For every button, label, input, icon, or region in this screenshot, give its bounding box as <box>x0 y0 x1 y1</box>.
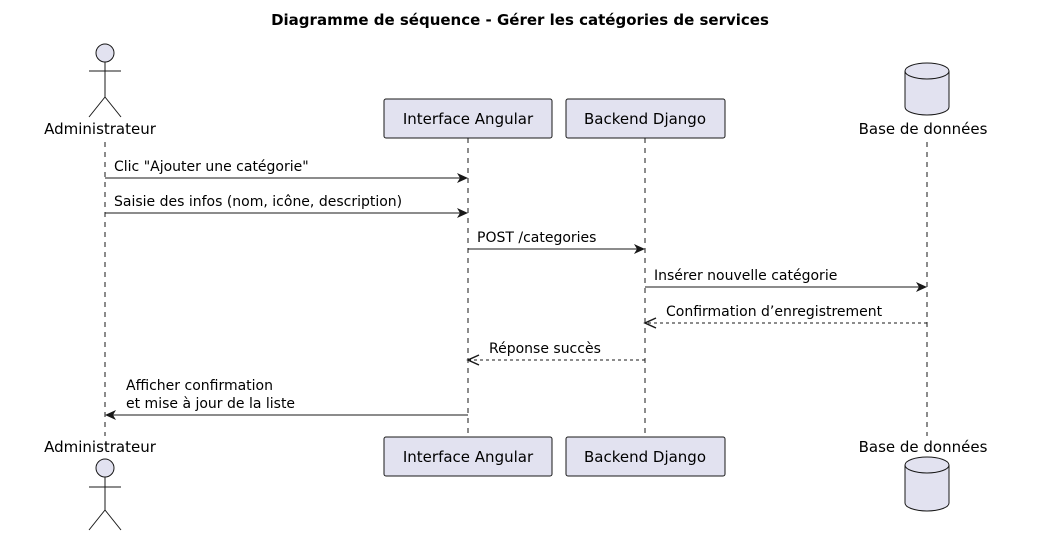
participant-django-label-top: Backend Django <box>584 110 706 128</box>
message-label: Réponse succès <box>489 341 601 357</box>
actor-admin-label-bottom: Administrateur <box>44 438 157 456</box>
message-label: Saisie des infos (nom, icône, descriptio… <box>114 194 402 210</box>
actor-admin-top: Administrateur <box>44 43 157 138</box>
message-4: Insérer nouvelle catégorie <box>645 268 927 292</box>
participant-angular-top: Interface Angular <box>383 98 553 139</box>
participant-django-label-bottom: Backend Django <box>584 448 706 466</box>
message-label: Afficher confirmation <box>126 378 273 394</box>
actor-head-icon <box>95 43 115 63</box>
arrow-head-icon <box>916 282 927 292</box>
database-db-bottom: Base de données <box>859 438 988 512</box>
diagram-title: Diagramme de séquence - Gérer les catégo… <box>271 11 769 29</box>
database-db-label-top: Base de données <box>859 120 988 138</box>
arrow-head-icon <box>457 208 468 218</box>
participant-django-bottom: Backend Django <box>565 436 726 477</box>
participant-angular-bottom: Interface Angular <box>383 436 553 477</box>
actor-head-icon <box>95 458 115 478</box>
actor-admin-label-top: Administrateur <box>44 120 157 138</box>
message-label: POST /categories <box>477 230 596 246</box>
messages: Clic "Ajouter une catégorie" Saisie des i… <box>105 159 927 420</box>
arrow-head-icon <box>466 354 480 366</box>
participant-angular-label-top: Interface Angular <box>403 110 534 128</box>
arrow-head-icon <box>105 410 116 420</box>
actor-admin-bottom: Administrateur <box>44 438 157 531</box>
database-icon <box>904 62 950 116</box>
message-7: Afficher confirmation et mise à jour de l… <box>105 378 468 420</box>
arrow-head-icon <box>457 173 468 183</box>
message-label: et mise à jour de la liste <box>126 396 295 412</box>
database-db-label-bottom: Base de données <box>859 438 988 456</box>
database-db-top: Base de données <box>859 62 988 138</box>
message-label: Insérer nouvelle catégorie <box>654 268 837 284</box>
participant-angular-label-bottom: Interface Angular <box>403 448 534 466</box>
message-6: Réponse succès <box>466 341 645 366</box>
message-3: POST /categories <box>468 230 645 254</box>
message-label: Clic "Ajouter une catégorie" <box>114 159 309 175</box>
participant-django-top: Backend Django <box>565 98 726 139</box>
arrow-head-icon <box>634 244 645 254</box>
arrow-head-icon <box>643 317 657 329</box>
message-5: Confirmation d’enregistrement <box>643 304 927 329</box>
database-icon <box>904 456 950 512</box>
message-label: Confirmation d’enregistrement <box>666 304 883 320</box>
message-1: Clic "Ajouter une catégorie" <box>105 159 468 183</box>
message-2: Saisie des infos (nom, icône, descriptio… <box>105 194 468 218</box>
